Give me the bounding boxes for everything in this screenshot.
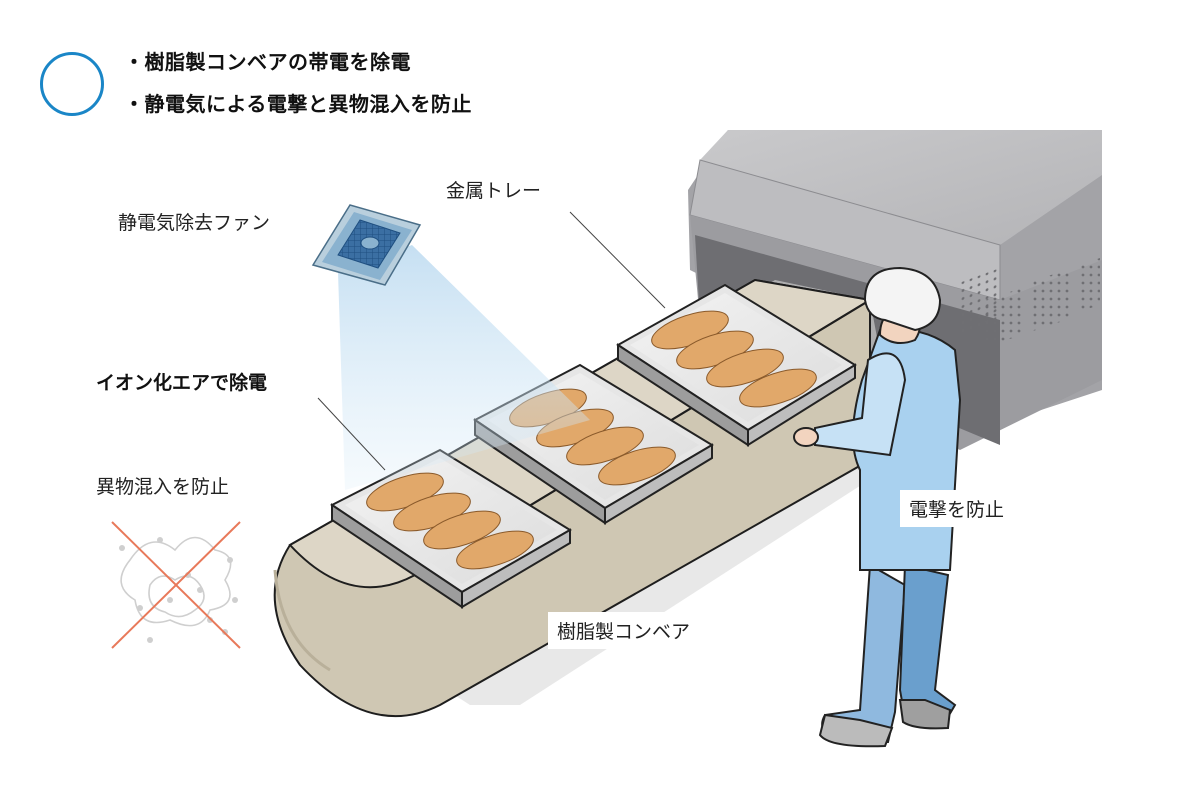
legend-circle-icon — [40, 52, 104, 116]
contamination-cross-icon — [111, 521, 241, 649]
legend-bullet-1: ・樹脂製コンベアの帯電を除電 — [124, 50, 411, 74]
static-eliminator-fan-icon — [311, 204, 422, 286]
ionized-air-beam — [338, 245, 590, 490]
worker-figure — [793, 266, 962, 748]
ion-air-label: イオン化エアで除電 — [96, 372, 268, 394]
shock-prevention-label: 電撃を防止 — [900, 490, 1014, 527]
tray-label: 金属トレー — [446, 180, 542, 202]
fan-label: 静電気除去ファン — [118, 212, 271, 234]
conveyor-label: 樹脂製コンベア — [548, 612, 700, 649]
contamination-label: 異物混入を防止 — [96, 476, 230, 498]
tray-3 — [616, 283, 857, 447]
legend-bullet-2: ・静電気による電撃と異物混入を防止 — [124, 92, 472, 116]
tray-1 — [330, 448, 572, 609]
leader-lines — [317, 211, 666, 471]
